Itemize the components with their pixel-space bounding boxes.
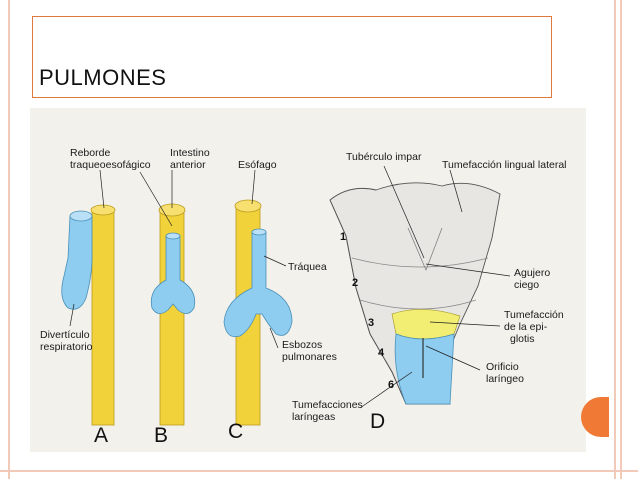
label-epiglotis-2: de la epi- — [504, 321, 548, 333]
label-tumefacciones-1: Tumefacciones — [292, 399, 363, 411]
label-intestino-1: Intestino — [170, 147, 210, 159]
label-epiglotis-3: glotis — [510, 333, 535, 345]
arch-line-2 — [359, 299, 477, 310]
arch-number-2: 2 — [352, 277, 358, 289]
label-tumefaccion-lingual: Tumefacción lingual lateral — [442, 159, 567, 171]
title-box: PULMONES — [32, 16, 552, 98]
arch-number-6: 6 — [388, 379, 394, 391]
figure-svg: Reborde traqueoesofágico Intestino anter… — [40, 147, 567, 447]
panel-letter-a: A — [94, 424, 108, 447]
label-orificio-2: laríngeo — [486, 373, 524, 385]
labels-left: Reborde traqueoesofágico Intestino anter… — [40, 147, 337, 363]
label-reborde-1: Reborde — [70, 147, 110, 159]
panel-c-drawing — [223, 199, 293, 426]
trachea-b — [150, 235, 196, 314]
esophagus-a-opening — [90, 204, 116, 216]
trachea-b-opening — [165, 232, 181, 240]
panel-b-drawing — [150, 203, 196, 426]
esophagus-c-opening — [234, 199, 262, 213]
label-esbozos-1: Esbozos — [282, 339, 322, 351]
slide-border-left — [8, 0, 10, 479]
respiratory-diverticulum-a — [61, 215, 93, 310]
trachea-c-opening — [251, 228, 267, 236]
labels-right: Tubérculo impar Tumefacción lingual late… — [292, 151, 567, 423]
label-tumefacciones-2: laríngeas — [292, 411, 335, 423]
label-orificio-1: Orificio — [486, 361, 519, 373]
embryology-figure: Reborde traqueoesofágico Intestino anter… — [30, 108, 586, 452]
label-diverticulo-2: respiratorio — [40, 341, 93, 353]
panel-letter-b: B — [154, 424, 168, 447]
label-epiglotis-1: Tumefacción — [504, 309, 564, 321]
label-agujero-2: ciego — [514, 279, 539, 291]
diverticulum-a-opening — [69, 210, 93, 222]
panel-a-drawing — [61, 204, 116, 426]
label-intestino-2: anterior — [170, 159, 206, 171]
leader-lines — [69, 165, 511, 409]
esophagus-a — [91, 209, 115, 426]
trachea-c — [223, 231, 293, 338]
panel-letter-d: D — [370, 410, 385, 433]
label-esofago: Esófago — [238, 159, 277, 171]
arch-number-4: 4 — [378, 347, 385, 359]
slide-border-right-outer — [614, 0, 616, 479]
arch-line-1 — [351, 257, 489, 268]
panel-letters: A B C D — [94, 410, 385, 447]
epiglottis-swelling — [391, 309, 461, 340]
panel-d-drawing — [329, 182, 501, 405]
arch-border-left — [329, 199, 407, 405]
label-tuberculo: Tubérculo impar — [346, 151, 422, 163]
label-diverticulo-1: Divertículo — [40, 329, 90, 341]
arch-number-1: 1 — [340, 231, 346, 243]
slide-accent-shape — [581, 397, 609, 437]
panel-letter-c: C — [228, 420, 243, 443]
label-agujero-1: Agujero — [514, 267, 550, 279]
slide-title: PULMONES — [39, 65, 167, 90]
tuberculum-impar-outline — [407, 227, 443, 271]
arch-numbers: 1 2 3 4 6 — [340, 231, 394, 391]
laryngeal-region — [394, 333, 455, 405]
label-esbozos-2: pulmonares — [282, 351, 337, 363]
slide-border-bottom — [0, 470, 638, 472]
arch-number-3: 3 — [368, 317, 374, 329]
label-reborde-2: traqueoesofágico — [70, 159, 151, 171]
label-traquea: Tráquea — [288, 261, 327, 273]
slide-border-right-inner — [620, 0, 622, 479]
